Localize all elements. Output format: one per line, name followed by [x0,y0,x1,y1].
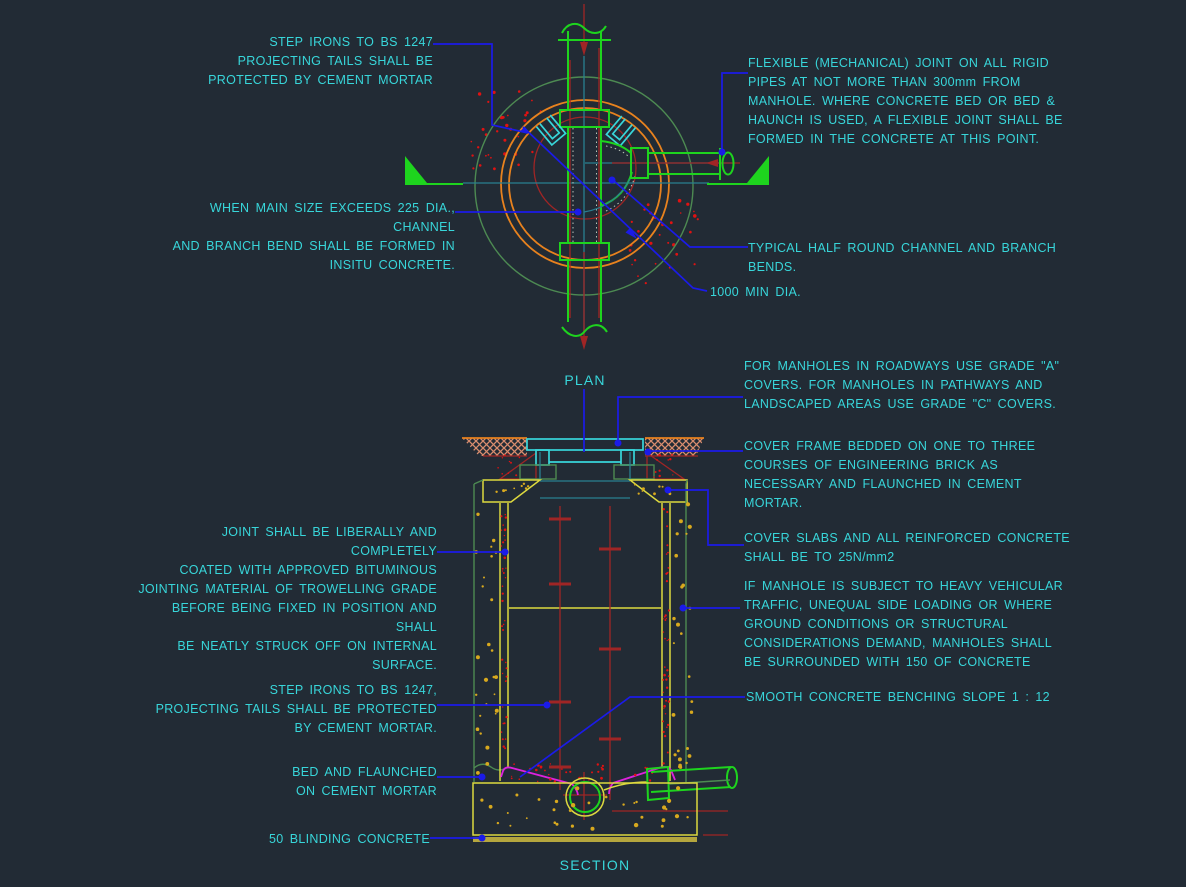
pipe-break-top [561,22,607,34]
blinding-layer [473,837,697,842]
cover-frame [519,438,655,499]
step-iron-plan-left [535,114,567,147]
note-min-dia: 1000 MIN DIA. [710,285,801,299]
flow-arrow-top [580,42,588,56]
note-cover-slabs: COVER SLABS AND ALL REINFORCED CONCRETE … [744,531,1070,564]
note-blinding: 50 BLINDING CONCRETE [268,832,430,846]
concrete-surround [473,479,694,782]
plan-leader-lines [433,43,748,292]
plan-view [405,4,769,350]
note-smooth-benching: SMOOTH CONCRETE BENCHING SLOPE 1 : 12 [746,690,1050,704]
flow-arrow-bottom [580,336,588,350]
section-view [430,389,745,842]
branch-flow-arrow [706,159,718,167]
flaunching-left [497,451,537,480]
section-marker-right [747,156,769,183]
section-marker-left [405,156,427,183]
branch-pipe-end [721,151,735,176]
brick-course-right [613,464,655,480]
invert-channel [565,777,649,817]
note-cover-frame: COVER FRAME BEDDED ON ONE TO THREE COURS… [744,439,1036,510]
pipe-collar-bottom [559,242,610,261]
plan-view-label: PLAN [564,372,606,388]
brick-course-left [519,464,557,480]
pipe-collar-top [559,109,610,128]
note-when-main-size: WHEN MAIN SIZE EXCEEDS 225 DIA., CHANNEL… [172,201,455,272]
chamber-walls [497,453,674,781]
note-bed-flaunched: BED AND FLAUNCHED ON CEMENT MORTAR [292,765,437,798]
branch-coupling [630,147,649,179]
base-concrete [472,782,698,836]
note-flexible-joint: FLEXIBLE (MECHANICAL) JOINT ON ALL RIGID… [748,56,1063,146]
cover-slab [482,479,688,503]
manhole-wall-outer-circle [500,99,670,269]
note-step-irons-section: STEP IRONS TO BS 1247, PROJECTING TAILS … [155,683,437,735]
flaunching-right [646,451,687,480]
outgoing-pipe [645,765,738,802]
section-view-label: SECTION [559,857,631,873]
road-surface [462,437,704,457]
note-if-manhole: IF MANHOLE IS SUBJECT TO HEAVY VEHICULAR… [744,579,1063,669]
main-pipe [558,22,611,337]
section-leader-lines [430,389,745,842]
pipe-break-bottom [561,324,608,337]
benching-circle [533,116,637,220]
section-centerlines [549,506,728,836]
note-step-irons-plan: STEP IRONS TO BS 1247 PROJECTING TAILS S… [208,35,433,87]
branch-pipe [583,140,735,213]
note-for-manholes: FOR MANHOLES IN ROADWAYS USE GRADE "A" C… [744,359,1060,411]
note-typical-half-round: TYPICAL HALF ROUND CHANNEL AND BRANCH BE… [748,241,1057,274]
note-joint-bituminous: JOINT SHALL BE LIBERALLY AND COMPLETELY … [138,525,437,672]
step-iron-plan-right [605,115,637,148]
